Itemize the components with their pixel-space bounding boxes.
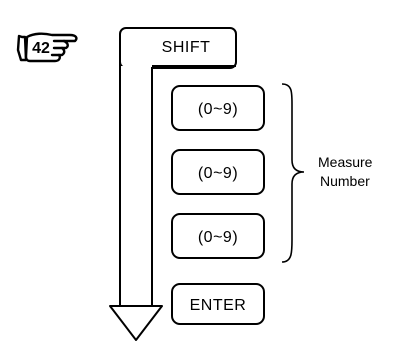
step-badge: 42 xyxy=(16,32,78,63)
shift-key[interactable]: SHIFT xyxy=(162,39,211,56)
group-brace xyxy=(281,83,305,263)
enter-key-label: ENTER xyxy=(190,297,247,314)
flow-line xyxy=(119,46,153,306)
measure-number-label-line1: Measure xyxy=(318,154,373,170)
pointing-hand-icon xyxy=(16,32,78,63)
digit-key-2-label: (0~9) xyxy=(198,165,238,182)
measure-number-label-line2: Number xyxy=(320,173,370,189)
digit-key-3[interactable]: (0~9) xyxy=(171,213,265,259)
shift-key-frame xyxy=(119,27,237,69)
digit-key-1[interactable]: (0~9) xyxy=(171,85,265,131)
digit-key-3-label: (0~9) xyxy=(198,229,238,246)
enter-key[interactable]: ENTER xyxy=(171,283,265,325)
step-number: 42 xyxy=(32,40,50,57)
digit-key-2[interactable]: (0~9) xyxy=(171,149,265,195)
down-arrow-icon xyxy=(109,305,163,341)
digit-key-1-label: (0~9) xyxy=(198,101,238,118)
